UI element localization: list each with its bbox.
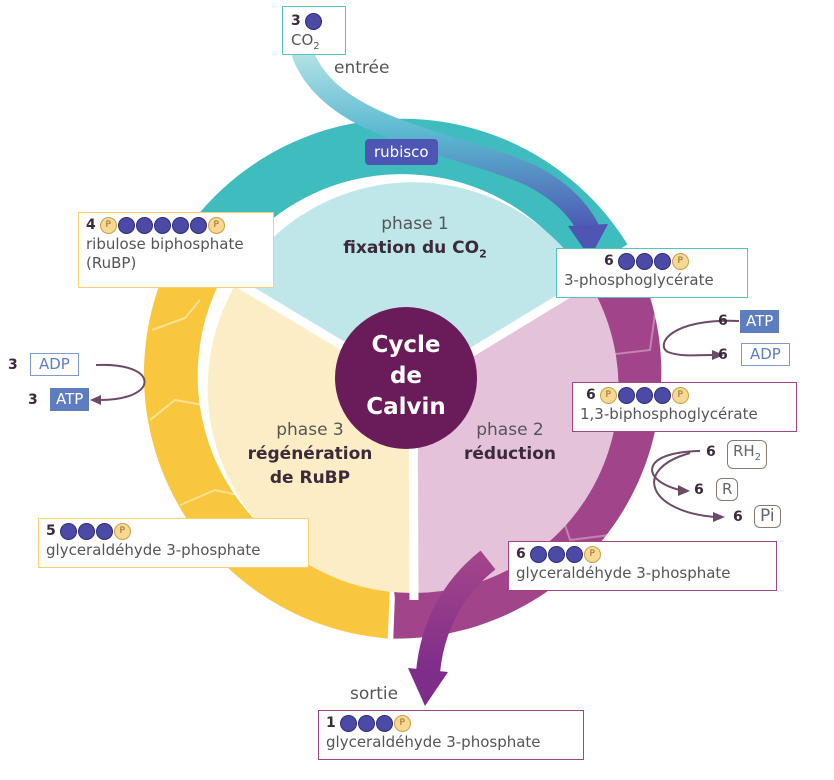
output-label: sortie <box>350 684 399 704</box>
atp-badge-phase2: ATP <box>740 310 780 333</box>
input-label: entrée <box>334 58 390 78</box>
g3p-cycle-box: 6 P glyceraldéhyde 3-phosphate <box>508 541 777 591</box>
pi-chip: Pi <box>754 505 781 528</box>
sector-phase1 <box>237 182 589 388</box>
pga-box: 6 P 3-phosphoglycérate <box>556 248 748 298</box>
input-arrow <box>291 47 601 237</box>
phase1-label: phase 1 fixation du CO2 <box>343 214 487 261</box>
r-chip: R <box>716 478 739 501</box>
phase3-label: phase 3 régénération de RuBP <box>247 420 373 488</box>
output-arrow <box>416 550 496 674</box>
co2-input-box: 3 CO2 <box>282 6 346 55</box>
g3p-regen-box: 5 P glyceraldéhyde 3-phosphate <box>38 518 309 568</box>
center-circle <box>335 307 477 449</box>
carbon-dot <box>304 12 322 30</box>
atp-badge-phase3: ATP <box>50 388 90 411</box>
ring-phase1 <box>196 118 628 274</box>
adp-badge-phase3: ADP <box>30 353 79 376</box>
phase2-label: phase 2 réduction <box>464 420 556 464</box>
bpg-box: 6 P P 1,3-biphosphoglycérate <box>572 382 797 432</box>
g3p-output-box: 1 P glyceraldéhyde 3-phosphate <box>318 710 584 760</box>
rubp-box: 4 P P ribulose biphosphate (RuBP) <box>78 212 274 288</box>
adp-badge-phase2: ADP <box>741 343 790 366</box>
rubisco-badge: rubisco <box>365 139 438 165</box>
center-title: Cycle de Calvin <box>366 332 446 420</box>
rh2-chip: RH2 <box>727 440 768 469</box>
